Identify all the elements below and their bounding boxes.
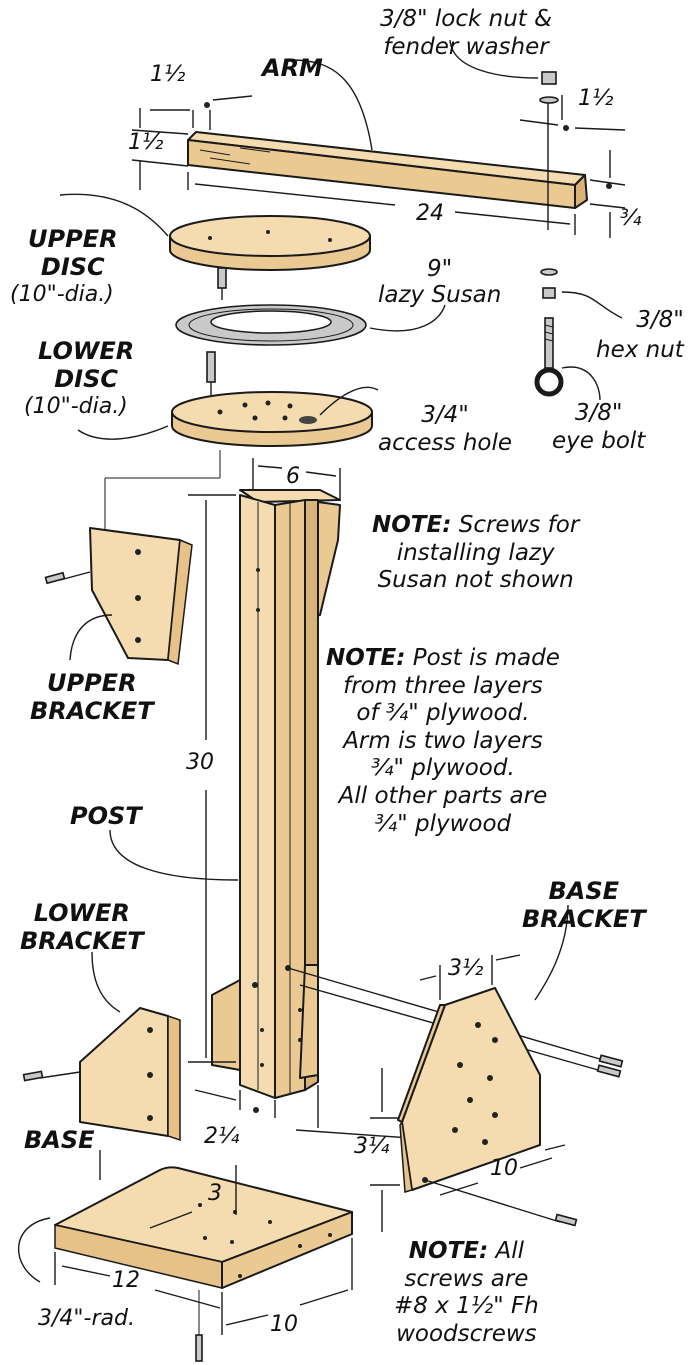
lower-disc-label: LOWER DISC [38, 337, 135, 393]
post-offset-dim: 2¼ [204, 1124, 240, 1149]
base-bracket-height-dim: 3¼ [354, 1134, 390, 1159]
upper-disc-diameter: (10"-dia.) [10, 282, 114, 307]
note3-body: All screws are #8 x 1½" Fh woodscrews [394, 1238, 539, 1347]
base-bracket-label: BASE BRACKET [522, 877, 646, 933]
base-radius-label: 3/4"-rad. [38, 1306, 135, 1331]
note-lazy-susan-screws: NOTE: Screws for installing lazy Susan n… [372, 512, 579, 595]
eye-bolt-label: 3/8" eye bolt [552, 400, 646, 454]
post-width-dim: 6 [286, 464, 300, 489]
arm-right-width-dim: 1½ [578, 86, 614, 111]
base-width-dim: 10 [270, 1312, 298, 1337]
note-plywood-layers: NOTE: Post is made from three layers of … [326, 645, 560, 838]
lower-bracket-part [22, 951, 181, 1142]
arm-height-dim: 1½ [128, 130, 164, 155]
note3-heading: NOTE: [408, 1238, 489, 1264]
note2-body: Post is made from three layers of ¾" ply… [338, 645, 560, 837]
upper-bracket-part [44, 527, 193, 666]
post-label: POST [70, 802, 142, 830]
arm-width-dim: 1½ [150, 62, 186, 87]
upper-bracket-label: UPPER BRACKET [30, 669, 154, 725]
base-length-dim: 12 [112, 1268, 140, 1293]
access-hole-label: 3/4" access hole [378, 402, 513, 456]
base-bracket-length-dim: 10 [490, 1156, 518, 1181]
lazy-susan-label: 9" lazy Susan [378, 256, 502, 309]
arm-label: ARM [262, 54, 323, 82]
note1-body: Screws for installing lazy Susan not sho… [377, 512, 580, 594]
base-part [17, 1150, 353, 1362]
note-screws: NOTE: All screws are #8 x 1½" Fh woodscr… [394, 1238, 539, 1348]
arm-part [187, 131, 588, 209]
lock-nut-hardware [449, 39, 559, 104]
note2-heading: NOTE: [326, 645, 406, 671]
base-bracket-top-dim: 3½ [448, 956, 484, 981]
lower-bracket-label: LOWER BRACKET [20, 899, 144, 955]
upper-disc-label: UPPER DISC [28, 225, 118, 281]
lower-disc-diameter: (10"-dia.) [24, 394, 128, 419]
post-part [211, 489, 341, 1099]
hex-nut-label: 3/8" hex nut [596, 307, 684, 363]
lower-disc-part [77, 386, 379, 530]
post-height-dim: 30 [186, 750, 214, 775]
lazy-susan-part [175, 267, 446, 395]
upper-disc-part [59, 193, 371, 271]
base-bracket-part [370, 904, 624, 1232]
note1-heading: NOTE: [372, 512, 452, 538]
eye-bolt-hardware [534, 268, 623, 401]
arm-end-thickness-dim: ¾ [620, 206, 642, 231]
arm-length-dim: 24 [416, 201, 444, 226]
lock-nut-label: 3/8" lock nut & fender washer [380, 6, 553, 60]
base-depth-dim: 3 [208, 1181, 222, 1206]
base-label: BASE [24, 1126, 95, 1154]
arm-dimension-lines [131, 59, 626, 238]
